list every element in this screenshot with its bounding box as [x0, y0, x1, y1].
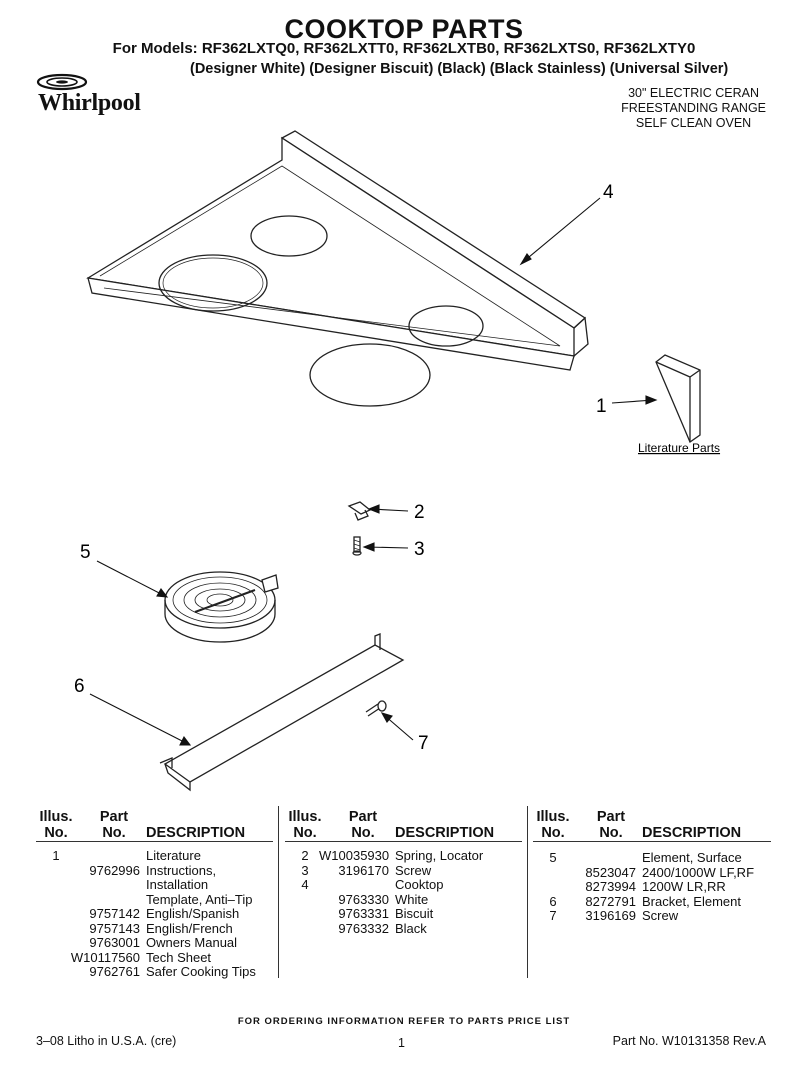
- part-number: 8272791: [585, 893, 636, 909]
- part-number: 9757143: [89, 920, 140, 936]
- part-header: Part No.: [99, 809, 129, 841]
- illus-number: 3: [301, 862, 309, 878]
- page-number: 1: [398, 1036, 405, 1050]
- part-number: 3196170: [338, 862, 389, 878]
- page-title: COOKTOP PARTS: [284, 14, 524, 44]
- part-number: 8523047: [585, 864, 636, 880]
- illus-number: 1: [52, 848, 60, 863]
- callout-3: 3: [414, 539, 425, 560]
- whirlpool-logo: [36, 73, 88, 91]
- illus-number: 4: [301, 877, 309, 892]
- color-list: (Designer White) (Designer Biscuit) (Bla…: [190, 61, 729, 77]
- litho-info: 3–08 Litho in U.S.A. (cre): [36, 1034, 177, 1048]
- callout-7: 7: [418, 733, 429, 754]
- column-divider: [527, 806, 528, 978]
- part-description: Tech Sheet: [146, 949, 212, 965]
- ordering-note: FOR ORDERING INFORMATION REFER TO PARTS …: [237, 1016, 571, 1027]
- part-description: Safer Cooking Tips: [146, 964, 256, 979]
- part-number: 9757142: [89, 906, 140, 921]
- illus-number: 5: [549, 850, 557, 865]
- illus-number: 7: [549, 908, 557, 923]
- document-part-number: Part No. W10131358 Rev.A: [612, 1034, 766, 1048]
- callout-5: 5: [80, 542, 91, 563]
- part-number: 9763330: [338, 891, 389, 907]
- part-description: Cooktop: [395, 877, 444, 892]
- part-description: Literature: [146, 848, 201, 863]
- part-header: Part No.: [596, 809, 626, 841]
- part-description: Screw: [395, 862, 432, 878]
- part-description: Template, Anti–Tip: [146, 891, 253, 907]
- illus-number: 6: [549, 893, 557, 909]
- part-number: 3196169: [585, 908, 636, 923]
- literature-part: [655, 354, 701, 443]
- part-description: 1200W LR,RR: [642, 879, 726, 894]
- header-rule: [533, 841, 771, 842]
- part-number: 9763331: [338, 906, 389, 921]
- description-header: DESCRIPTION: [395, 825, 495, 841]
- parts-diagram: 4 1 2 3 5 6 7 Literature Parts: [74, 130, 720, 792]
- illus-header: Illus. No.: [288, 809, 322, 841]
- screw-part-7: [365, 700, 387, 717]
- part-description: Installation: [146, 877, 209, 892]
- callout-4: 4: [603, 182, 614, 203]
- part-header: Part No.: [348, 809, 378, 841]
- header-rule: [36, 841, 273, 842]
- cooktop-part: [86, 130, 589, 407]
- part-description: Owners Manual: [146, 935, 238, 950]
- surface-element-part: [164, 571, 279, 643]
- callout-1: 1: [596, 396, 607, 417]
- part-number: 9763332: [338, 920, 389, 936]
- part-description: English/Spanish: [146, 906, 240, 921]
- part-description: Biscuit: [395, 906, 434, 921]
- part-description: Bracket, Element: [642, 893, 741, 909]
- spring-locator-part: [347, 501, 372, 521]
- part-number: 8273994: [585, 879, 636, 894]
- element-bracket-part: [159, 633, 405, 792]
- part-description: English/French: [146, 920, 233, 936]
- brand-name: Whirlpool: [38, 90, 141, 116]
- callout-2: 2: [414, 502, 425, 523]
- model-list: For Models: RF362LXTQ0, RF362LXTT0, RF36…: [112, 40, 696, 57]
- part-number: 9762996: [89, 862, 140, 878]
- part-description: Element, Surface: [642, 850, 742, 865]
- part-description: White: [395, 891, 429, 907]
- product-line: FREESTANDING RANGE: [621, 101, 766, 115]
- callout-6: 6: [74, 676, 85, 697]
- illus-number: 2: [301, 848, 309, 863]
- part-number: 9762761: [89, 964, 140, 979]
- part-description: 2400/1000W LF,RF: [642, 864, 755, 880]
- part-number: W10117560: [70, 949, 140, 965]
- description-header: DESCRIPTION: [146, 825, 246, 841]
- product-line: 30" ELECTRIC CERAN: [628, 86, 759, 100]
- literature-parts-label: Literature Parts: [638, 441, 720, 455]
- illus-header: Illus. No.: [39, 809, 73, 841]
- part-description: Black: [395, 920, 427, 936]
- description-header: DESCRIPTION: [642, 825, 742, 841]
- part-description: Spring, Locator: [395, 848, 484, 863]
- part-description: Instructions,: [146, 862, 217, 878]
- illus-header: Illus. No.: [536, 809, 570, 841]
- part-number: W10035930: [319, 848, 390, 863]
- part-number: 9763001: [89, 935, 140, 950]
- product-description: 30" ELECTRIC CERAN FREESTANDING RANGE SE…: [621, 86, 766, 131]
- product-line: SELF CLEAN OVEN: [635, 116, 752, 130]
- part-description: Screw: [642, 908, 679, 923]
- screw-part-3: [352, 536, 362, 556]
- header-rule: [285, 841, 522, 842]
- column-divider: [278, 806, 279, 978]
